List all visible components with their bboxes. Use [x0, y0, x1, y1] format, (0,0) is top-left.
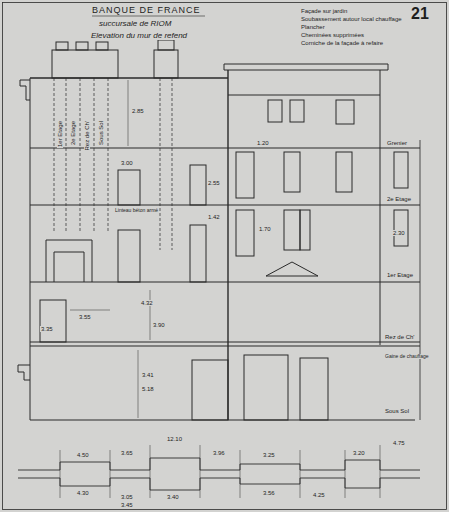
drawing-annotation: 1er Etage	[386, 272, 414, 278]
drawing-annotation: 3.55	[78, 314, 92, 320]
drawing-annotation: 1.42	[207, 214, 221, 220]
drawing-annotation: 4.25	[312, 492, 326, 498]
drawing-annotation: 2e Etage	[70, 120, 76, 146]
drawing-annotation: 1er Etage	[57, 120, 63, 148]
drawing-annotation: 1.70	[258, 226, 272, 232]
drawing-annotation: 4.75	[392, 440, 406, 446]
drawing-annotation: 4.32	[140, 300, 154, 306]
drawing-annotation: 5.18	[141, 386, 155, 392]
drawing-annotation: 3.41	[141, 372, 155, 378]
drawing-annotation: Linteau béton armé	[114, 208, 159, 213]
drawing-annotation: Sous Sol	[384, 408, 410, 414]
drawing-annotation: 3.05	[120, 494, 134, 500]
drawing-annotation: Sous Sol	[98, 120, 104, 146]
drawing-annotation: Soubassement autour local chauffage	[300, 16, 403, 22]
drawing-annotation: 3.00	[120, 160, 134, 166]
drawing-annotation: 12.10	[166, 436, 183, 442]
drawing-annotation: Plancher	[300, 24, 326, 30]
drawing-annotation: 3.90	[152, 322, 166, 328]
drawing-annotation: Rez de Ch'	[384, 334, 416, 340]
drawing-annotation: 21	[410, 6, 430, 22]
drawing-annotation: 2e Etage	[386, 196, 412, 202]
drawing-annotation: Grenier	[386, 140, 408, 146]
drawing-annotation: Elevation du mur de refend	[90, 32, 188, 40]
drawing-annotation: 3.35	[40, 326, 54, 332]
drawing-annotation: 2.85	[131, 108, 145, 114]
drawing-annotation: Gaine de chauffage	[384, 354, 430, 359]
drawing-annotation: 3.56	[262, 490, 276, 496]
drawing-annotation: 3.96	[212, 450, 226, 456]
drawing-annotation: Façade sur jardin	[300, 8, 348, 14]
drawing-annotation: 4.30	[76, 490, 90, 496]
drawing-annotation: Corniche de la façade à refaire	[300, 40, 384, 46]
drawing-annotation: 4.50	[76, 452, 90, 458]
drawing-annotation: 3.45	[120, 502, 134, 508]
drawing-annotation: 3.25	[262, 452, 276, 458]
drawing-annotation: 1.20	[256, 140, 270, 146]
drawing-title: BANQUE DE FRANCE	[92, 6, 201, 15]
drawing-annotation: 3.20	[352, 450, 366, 456]
drawing-annotation: 3.65	[120, 450, 134, 456]
drawing-annotation: Rez de Ch'	[84, 120, 90, 152]
drawing-annotation: 2.30	[392, 230, 406, 236]
drawing-annotation: 3.40	[166, 494, 180, 500]
drawing-annotation: succursale de RIOM	[98, 20, 172, 28]
drawing-annotation: Cheminées supprimées	[300, 32, 365, 38]
drawing-annotation: 2.55	[207, 180, 221, 186]
